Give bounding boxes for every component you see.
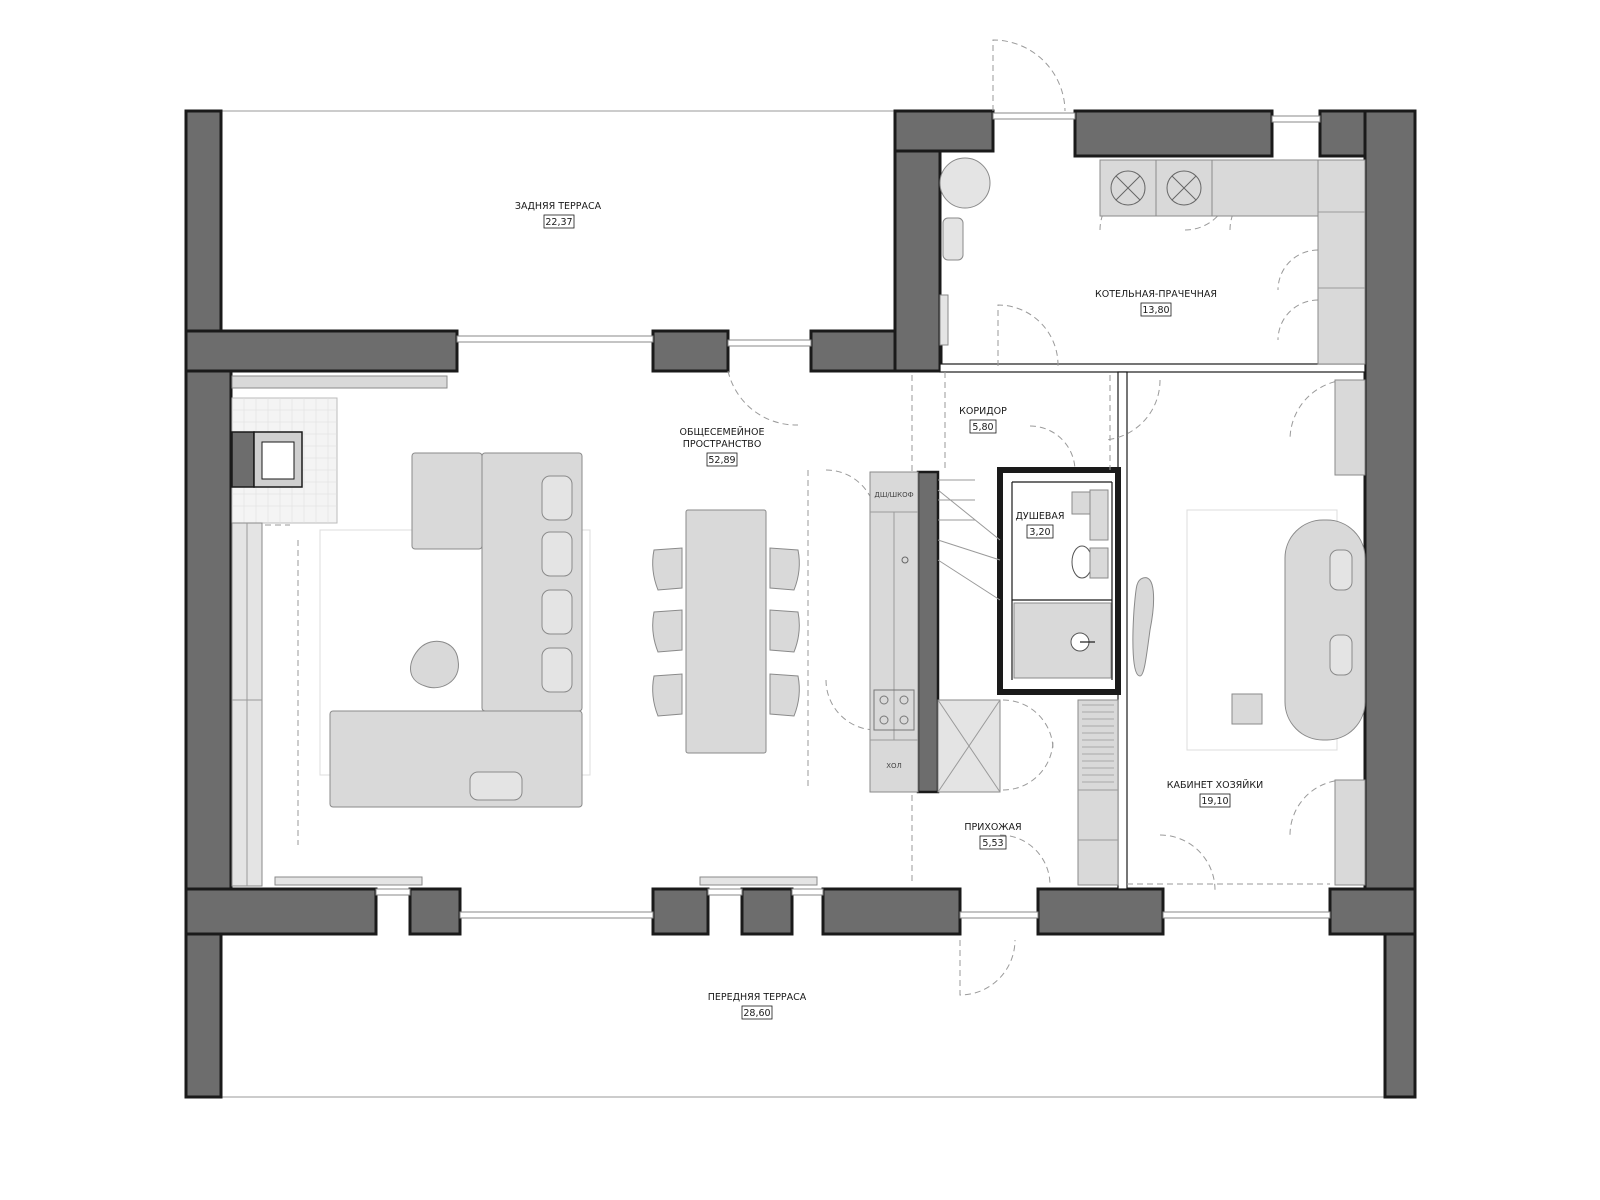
dining-chairs [652, 547, 800, 717]
svg-text:КАБИНЕТ ХОЗЯЙКИ: КАБИНЕТ ХОЗЯЙКИ [1167, 779, 1263, 791]
svg-text:19,10: 19,10 [1201, 796, 1228, 807]
svg-text:ЗАДНЯЯ ТЕРРАСА: ЗАДНЯЯ ТЕРРАСА [515, 201, 602, 212]
svg-text:5,80: 5,80 [972, 422, 993, 433]
fridge-label: ХОЛ [886, 762, 902, 770]
terrace-outlines [220, 110, 1390, 1098]
svg-text:ОБЩЕСЕМЕЙНОЕ: ОБЩЕСЕМЕЙНОЕ [680, 426, 765, 438]
svg-text:22,37: 22,37 [545, 217, 572, 228]
svg-text:КОТЕЛЬНАЯ-ПРАЧЕЧНАЯ: КОТЕЛЬНАЯ-ПРАЧЕЧНАЯ [1095, 289, 1217, 300]
svg-text:ПЕРЕДНЯЯ ТЕРРАСА: ПЕРЕДНЯЯ ТЕРРАСА [708, 992, 807, 1003]
svg-text:5,53: 5,53 [982, 838, 1003, 849]
room-label-boiler-laundry: КОТЕЛЬНАЯ-ПРАЧЕЧНАЯ 13,80 [1095, 289, 1217, 317]
room-label-hallway: ПРИХОЖАЯ 5,53 [964, 822, 1022, 850]
room-label-rear-terrace: ЗАДНЯЯ ТЕРРАСА 22,37 [515, 201, 602, 229]
svg-text:ПРОСТРАНСТВО: ПРОСТРАНСТВО [683, 439, 762, 450]
svg-text:13,80: 13,80 [1142, 305, 1169, 316]
boiler-laundry-furniture [939, 157, 1366, 365]
kitchen-column: ДШ/ШКОФ ХОЛ [869, 471, 919, 793]
svg-text:52,89: 52,89 [708, 455, 735, 466]
stairs [937, 479, 1001, 793]
dishwasher-label: ДШ/ШКОФ [874, 491, 913, 499]
svg-text:28,60: 28,60 [743, 1008, 770, 1019]
room-label-front-terrace: ПЕРЕДНЯЯ ТЕРРАСА 28,60 [708, 992, 807, 1020]
svg-text:КОРИДОР: КОРИДОР [959, 406, 1007, 417]
family-space-furniture [231, 375, 818, 887]
hallway-wardrobe [1077, 699, 1119, 886]
interior-walls [939, 363, 1366, 890]
sofa-cushions [469, 475, 573, 801]
svg-text:ДУШЕВАЯ: ДУШЕВАЯ [1016, 511, 1065, 522]
svg-text:3,20: 3,20 [1029, 527, 1050, 538]
windows [375, 112, 1331, 919]
walls [184, 109, 1417, 1099]
office-furniture [1127, 379, 1366, 886]
svg-text:ПРИХОЖАЯ: ПРИХОЖАЯ [964, 822, 1021, 833]
room-label-shower: ДУШЕВАЯ 3,20 [1016, 511, 1065, 539]
room-label-hostess-office: КАБИНЕТ ХОЗЯЙКИ 19,10 [1167, 779, 1263, 808]
room-label-family-space: ОБЩЕСЕМЕЙНОЕ ПРОСТРАНСТВО 52,89 [680, 426, 765, 467]
room-label-corridor: КОРИДОР 5,80 [959, 406, 1007, 434]
